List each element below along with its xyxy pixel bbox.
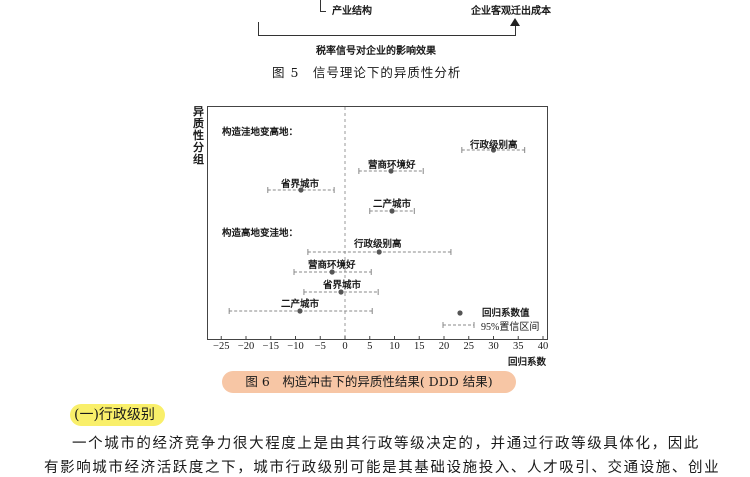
x-tick-label: −25 (213, 341, 230, 352)
x-tick-label: 10 (389, 341, 400, 352)
point-label: 营商环境好 (308, 260, 356, 271)
point-label: 二产城市 (281, 299, 320, 310)
plot-frame (207, 106, 548, 340)
x-tick-label: 15 (414, 341, 425, 352)
point-label: 营商环境好 (368, 160, 416, 171)
x-tick-label: −5 (314, 341, 326, 352)
x-tick-label: 35 (513, 341, 524, 352)
label-relocation-cost: 企业客观迁出成本 (471, 6, 551, 17)
x-tick-label: 30 (488, 341, 499, 352)
point-label: 行政级别高 (470, 140, 518, 151)
x-axis-title: 回归系数 (508, 357, 547, 368)
figure5-caption: 图 5 信号理论下的异质性分析 (272, 65, 462, 80)
x-tick-label: 5 (367, 341, 373, 352)
x-tick-label: 20 (438, 341, 450, 352)
section-heading: (一)行政级别 (70, 404, 165, 426)
point-label: 行政级别高 (354, 239, 402, 250)
group-header-high-to-low: 构造高地变洼地： (222, 228, 299, 239)
paragraph-line-1: 一个城市的经济竞争力很大程度上是由其行政等级决定的，并通过行政等级具体化，因此 (72, 436, 700, 452)
figure6-caption: 图 6 构造冲击下的异质性结果( DDD 结果) (222, 371, 516, 393)
coefficient-plot (220, 107, 544, 340)
group-header-low-to-high: 构造洼地变高地： (222, 127, 299, 138)
x-tick-label: −20 (237, 341, 255, 352)
x-tick-label: 25 (463, 341, 475, 352)
paragraph-line-2: 有影响城市经济活跃度之下，城市行政级别可能是其基础设施投入、人才吸引、交通设施、… (44, 460, 721, 476)
legend-interval-label: 95%置信区间 (481, 322, 540, 333)
label-industry-structure: 产业结构 (332, 6, 372, 17)
label-tax-signal-effect: 税率信号对企业的影响效果 (316, 46, 436, 57)
figure5-diagram: 产业结构 企业客观迁出成本 税率信号对企业的影响效果 (0, 0, 750, 60)
point-label: 省界城市 (323, 280, 362, 291)
y-axis-title: 异质性分组 (193, 105, 204, 166)
x-tick-label: 0 (342, 341, 348, 352)
x-tick-label: 40 (537, 341, 549, 352)
bracket-line (320, 0, 326, 12)
x-tick-label: −15 (262, 341, 279, 352)
effect-bracket-line (258, 22, 516, 36)
x-tick-label: −10 (287, 341, 304, 352)
point-label: 二产城市 (373, 199, 412, 210)
arrow-up-icon (510, 18, 520, 26)
legend-point-label: 回归系数值 (482, 308, 530, 319)
point-label: 省界城市 (281, 179, 320, 190)
